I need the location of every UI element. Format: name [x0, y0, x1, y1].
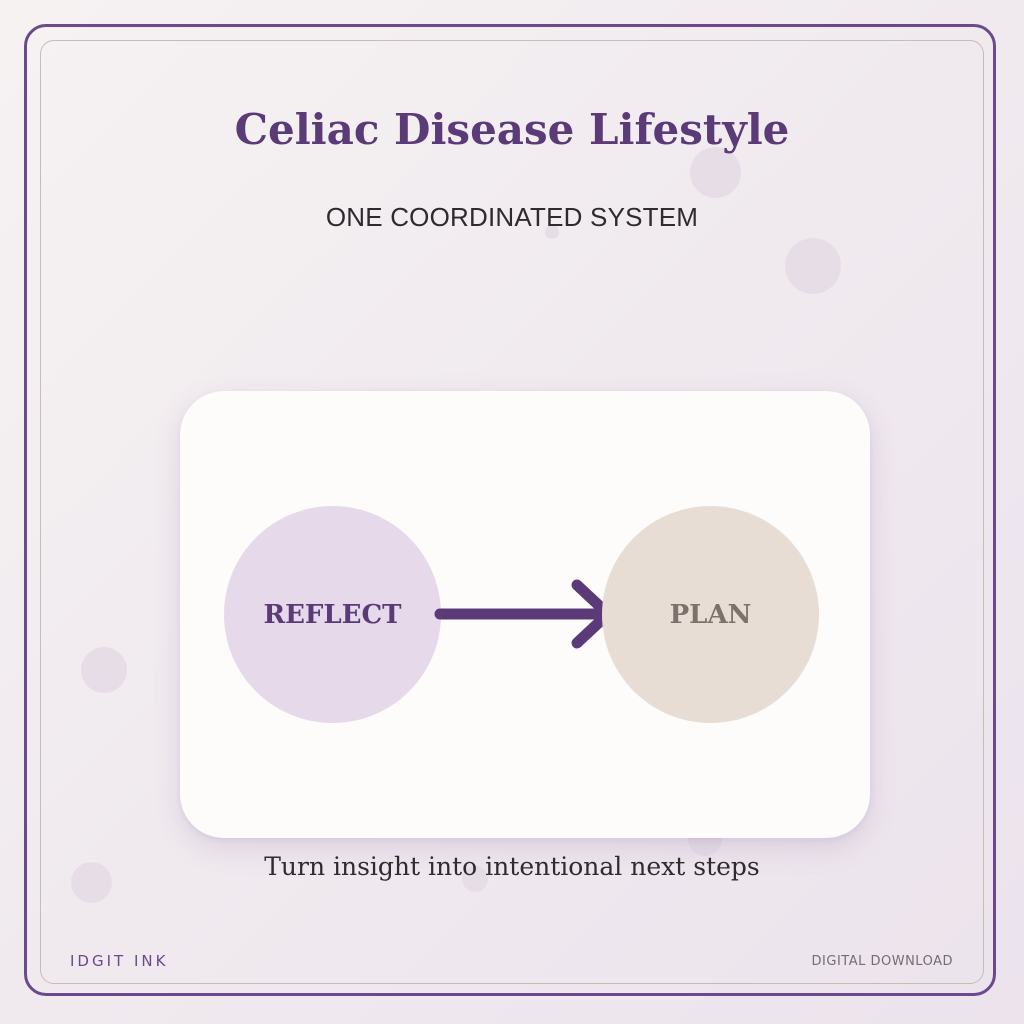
outer-frame	[24, 24, 996, 996]
decorative-dot	[81, 647, 127, 693]
inner-frame	[40, 40, 984, 984]
decorative-dot	[690, 147, 741, 198]
plan-label: PLAN	[669, 599, 752, 630]
brand-name: IDGIT INK	[70, 952, 169, 970]
reflect-label: REFLECT	[263, 599, 402, 630]
reflect-circle: REFLECT	[224, 506, 441, 723]
download-label: DIGITAL DOWNLOAD	[811, 954, 953, 969]
decorative-dot	[785, 238, 841, 294]
plan-circle: PLAN	[602, 506, 819, 723]
decorative-dot	[545, 225, 559, 239]
arrow-right-icon	[434, 579, 614, 649]
page-title: Celiac Disease Lifestyle	[234, 105, 790, 154]
flow-card: REFLECT PLAN	[180, 391, 870, 838]
decorative-dot	[71, 862, 112, 903]
page-subtitle: ONE COORDINATED SYSTEM	[325, 202, 699, 232]
caption: Turn insight into intentional next steps	[264, 852, 760, 881]
decorative-dot	[462, 866, 488, 892]
